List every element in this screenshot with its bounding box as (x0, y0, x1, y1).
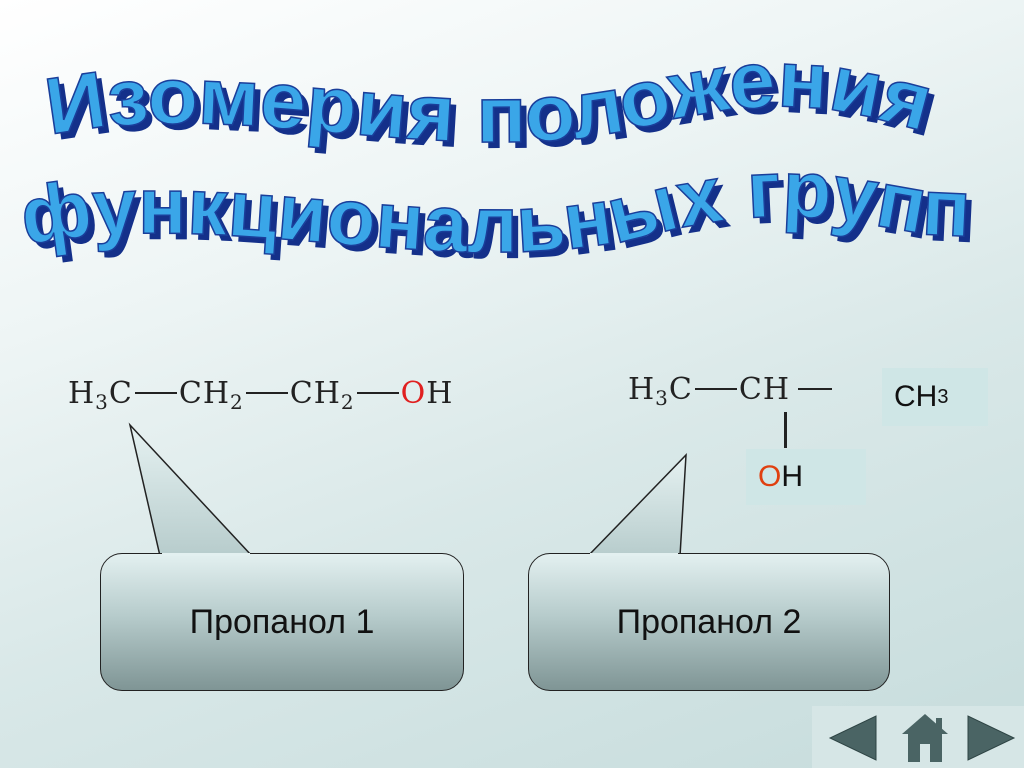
bond (356, 392, 399, 394)
hydrogen-atom: H (781, 460, 804, 493)
right-callout-pointer (586, 453, 687, 557)
propanol-1-label: Пропанол 1 (189, 602, 375, 641)
pointer-join-right (590, 553, 678, 556)
propanol-2-formula: H3C CH (628, 372, 834, 410)
house-icon[interactable] (900, 712, 950, 764)
left-callout-pointer (128, 422, 254, 557)
propanol-2-label: Пропанол 2 (616, 602, 802, 641)
h3c-group: H3C (628, 372, 693, 410)
triangle-left-icon[interactable] (828, 714, 878, 762)
bond (245, 392, 288, 394)
ch-group: CH (738, 372, 790, 407)
ch2-group: CH2 (178, 376, 244, 414)
triangle-right-icon[interactable] (966, 714, 1016, 762)
nav-panel (812, 706, 1024, 768)
hydrogen-atom: H (426, 376, 454, 411)
bond (694, 388, 737, 390)
propanol-1-formula: H3C CH2 CH2 OH (68, 376, 453, 414)
propanol-2-callout: Пропанол 2 (528, 553, 890, 691)
oxygen-atom: O (758, 460, 782, 493)
bond (798, 388, 832, 390)
vertical-bond (784, 412, 787, 448)
pointer-join-left (162, 553, 250, 556)
h3c-group: H3C (68, 376, 133, 414)
title-wordart: Изомерия положения Изомерия положения фу… (15, 33, 979, 275)
propanol-1-callout: Пропанол 1 (100, 553, 464, 691)
bond (134, 392, 177, 394)
oxygen-atom: O (400, 376, 427, 411)
ch2-group: CH2 (289, 376, 355, 414)
